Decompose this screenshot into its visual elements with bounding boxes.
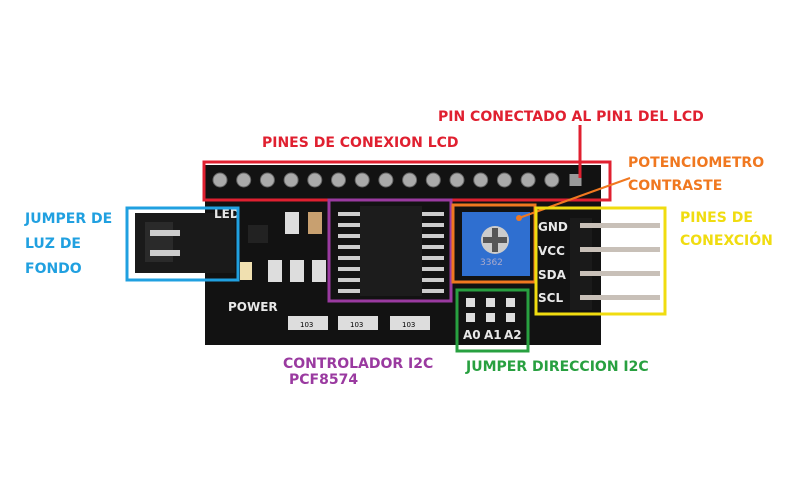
chip-pin — [422, 278, 444, 282]
chip-pin — [338, 234, 360, 238]
vcc-silkscreen: VCC — [538, 244, 565, 258]
header-pin — [307, 172, 323, 188]
address-pad — [506, 298, 515, 307]
resistor-103: 103 — [390, 316, 430, 330]
header-pin — [212, 172, 228, 188]
pins-label-line1: PINES DE — [680, 210, 753, 226]
backlight-label-line1: JUMPER DE — [25, 211, 113, 227]
pins-label-line2: CONEXCIÓN — [680, 233, 773, 249]
header-pin — [331, 172, 346, 188]
chip-pin — [338, 278, 360, 282]
header-pin — [473, 172, 489, 188]
header-pin — [449, 172, 465, 188]
chip-pin — [422, 267, 444, 271]
chip-pin — [338, 256, 360, 260]
header-pin — [425, 172, 441, 188]
pins-label: PINES DE CONEXCIÓN — [680, 207, 773, 253]
header-pin-scl — [580, 295, 660, 300]
backlight-label: JUMPER DE LUZ DE FONDO — [25, 207, 112, 282]
svg-text:103: 103 — [402, 321, 415, 329]
address-pad — [486, 313, 495, 322]
a1-silkscreen: A1 — [484, 328, 502, 342]
resistor-103: 103 — [338, 316, 378, 330]
chip-pin — [338, 223, 360, 227]
resistor-103: 103 — [288, 316, 328, 330]
lcd-header-pins — [212, 172, 582, 188]
header-pin — [354, 172, 370, 188]
chip-pin — [338, 289, 360, 293]
address-jumper-box — [455, 288, 530, 353]
backlight-jumper-box — [125, 206, 240, 282]
connection-pins-box — [534, 206, 667, 316]
controller-label-line1: CONTROLADOR I2C — [283, 356, 434, 372]
header-pin-vcc — [580, 247, 660, 252]
chip-pin — [422, 256, 444, 260]
chip-pin — [338, 245, 360, 249]
chip-pin — [422, 223, 444, 227]
header-pin — [544, 172, 560, 188]
backlight-label-line2: LUZ DE — [25, 236, 81, 252]
pot-label-line2: CONTRASTE — [628, 178, 723, 194]
pin1-label: PIN CONECTADO AL PIN1 DEL LCD — [438, 109, 704, 125]
address-pad — [466, 298, 475, 307]
header-pin-gnd — [580, 223, 660, 228]
header-pin — [283, 172, 299, 188]
chip-pin — [422, 289, 444, 293]
header-pin — [496, 172, 512, 188]
pcf8574-chip — [360, 206, 422, 296]
header-pin — [259, 172, 275, 188]
address-pad — [506, 313, 515, 322]
a0-silkscreen: A0 — [463, 328, 481, 342]
scl-silkscreen: SCL — [538, 291, 563, 305]
address-pad — [466, 313, 475, 322]
lcd-pins-label: PINES DE CONEXION LCD — [262, 135, 459, 151]
svg-text:103: 103 — [350, 321, 363, 329]
address-pad — [486, 298, 495, 307]
chip-pin — [338, 267, 360, 271]
pot-label-line1: POTENCIOMETRO — [628, 155, 765, 171]
power-led — [240, 262, 252, 280]
chip-pin — [422, 234, 444, 238]
controller-label-line2: PCF8574 — [289, 372, 359, 388]
gnd-silkscreen: GND — [538, 220, 568, 234]
controller-box — [327, 198, 453, 303]
svg-text:103: 103 — [300, 321, 313, 329]
pot-code: 3362 — [480, 258, 503, 268]
header-pin — [520, 172, 536, 188]
a2-silkscreen: A2 — [504, 328, 522, 342]
address-label: JUMPER DIRECCION I2C — [466, 359, 649, 375]
sda-silkscreen: SDA — [538, 268, 567, 282]
backlight-label-line3: FONDO — [25, 261, 82, 277]
chip-pin — [422, 212, 444, 216]
pot-label: POTENCIOMETRO CONTRASTE — [628, 152, 764, 198]
chip-pin — [422, 245, 444, 249]
led-silkscreen: LED — [214, 207, 240, 221]
header-pin — [402, 172, 418, 188]
controller-label: CONTROLADOR I2C PCF8574 — [283, 356, 433, 388]
header-pin — [378, 172, 394, 188]
chip-pin — [338, 212, 360, 216]
header-pin-sda — [580, 271, 660, 276]
header-pin — [236, 172, 252, 188]
power-silkscreen: POWER — [228, 300, 278, 314]
